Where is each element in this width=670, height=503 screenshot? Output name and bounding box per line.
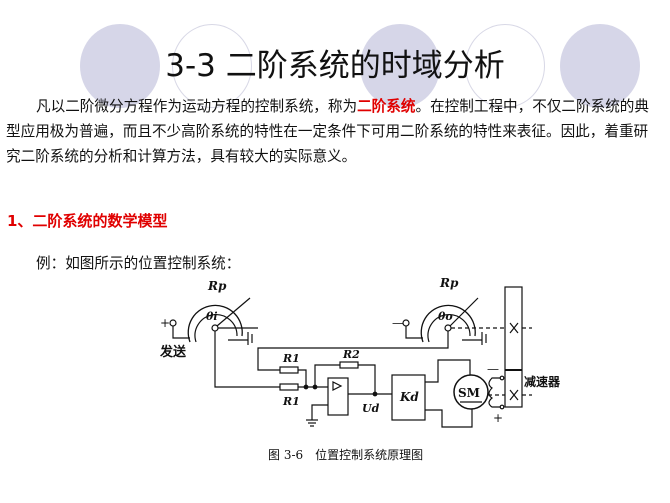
r1-bottom-label: R1 <box>282 395 300 408</box>
example-text: 例：如图所示的位置控制系统： <box>36 255 241 272</box>
decor-circle <box>465 24 545 108</box>
decor-circle <box>172 24 252 108</box>
sender-label: 发送 <box>159 344 187 360</box>
decor-circle <box>80 24 160 108</box>
minus-label: — <box>392 316 404 330</box>
r2-label: R2 <box>342 348 360 361</box>
slide-title: 3-3 二阶系统的时域分析 <box>165 48 505 84</box>
ud-label: Ud <box>362 402 380 415</box>
para-text: 。在控制工程中，不仅二阶系统的典型应用极为普遍，而且不少高阶系统的特性在一定条件… <box>6 98 649 165</box>
section-heading: 1、二阶系统的数学模型 <box>7 212 168 230</box>
field-minus-label: — <box>487 362 499 376</box>
para-highlight: 二阶系统 <box>357 98 416 115</box>
plus-label: + <box>160 316 170 330</box>
decor-circle <box>360 24 440 108</box>
figure-caption: 图 3-6 位置控制系统原理图 <box>268 447 423 462</box>
theta-i-label: θi <box>206 310 218 323</box>
kd-label: Kd <box>399 390 419 404</box>
r1-top-label: R1 <box>282 352 300 365</box>
field-plus-label: + <box>493 411 503 425</box>
para-text: 凡以二阶微分方程作为运动方程的控制系统，称为 <box>36 98 358 115</box>
rp-label: Rp <box>207 279 227 293</box>
position-control-diagram: + 发送 Rp θi R1 R1 R2 Ud Kd SM — Rp θo — +… <box>159 276 560 462</box>
decor-circle <box>560 24 640 108</box>
motor-label: SM <box>458 386 480 400</box>
intro-paragraph: 凡以二阶微分方程作为运动方程的控制系统，称为二阶系统。在控制工程中，不仅二阶系统… <box>6 94 656 169</box>
theta-o-label: θo <box>438 310 453 323</box>
rp-label: Rp <box>439 276 459 290</box>
reducer-label: 减速器 <box>524 374 560 389</box>
